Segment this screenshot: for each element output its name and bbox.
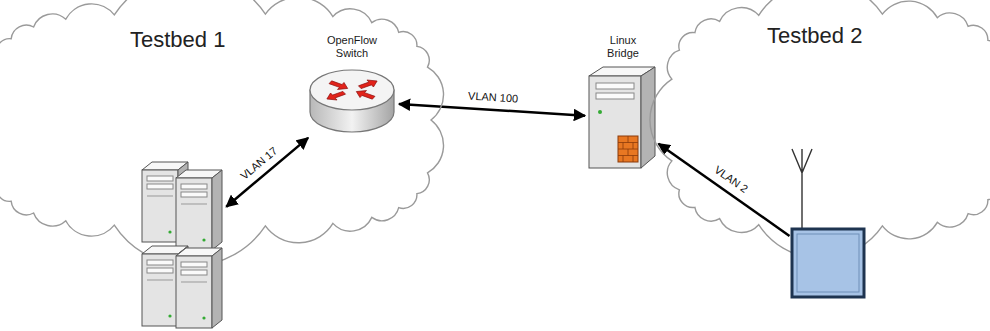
link-label: VLAN 2 xyxy=(710,163,752,198)
switch-icon xyxy=(308,66,396,136)
testbed-cloud: Testbed 2 xyxy=(662,5,990,235)
wireless-access-point xyxy=(780,145,880,303)
server-cluster xyxy=(140,160,224,328)
testbed-title: Testbed 1 xyxy=(130,27,225,53)
testbed-title: Testbed 2 xyxy=(767,23,862,49)
bridge-server-icon xyxy=(588,66,656,170)
device-label: Linux Bridge xyxy=(598,34,648,60)
device-label: OpenFlow Switch xyxy=(321,34,383,60)
testbed-cloud: Testbed 1 OpenFlow Switch xyxy=(0,5,440,235)
access-point-icon xyxy=(780,145,880,303)
openflow-switch: OpenFlow Switch xyxy=(308,34,396,136)
vlan-link xyxy=(399,104,585,116)
link-label: VLAN 17 xyxy=(237,143,282,184)
cloud-outline xyxy=(0,0,444,266)
linux-bridge-server: Linux Bridge xyxy=(588,34,658,170)
link-label: VLAN 100 xyxy=(465,90,520,106)
cloud-outline xyxy=(650,0,990,259)
server-cluster-icon xyxy=(140,160,224,328)
vlan-link xyxy=(226,138,308,207)
